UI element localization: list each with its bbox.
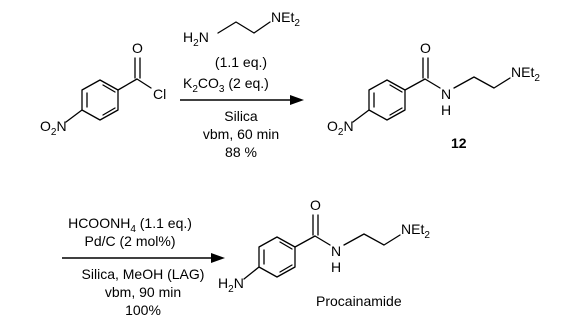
- bond-ring-nitro: [65, 109, 83, 123]
- step1-arrowhead: [290, 95, 304, 105]
- ring-double-bond: [279, 264, 293, 273]
- step1-conditions: (1.1 eq.) K2CO3 (2 eq.) Silica vbm, 60 m…: [180, 54, 304, 160]
- step2-catalyst: Pd/C (2 mol%): [84, 233, 175, 249]
- amide-hydrogen: H: [441, 102, 451, 118]
- ring-double-bond: [102, 84, 116, 93]
- primary-amine-label: H2N: [183, 29, 209, 49]
- ring-double-bond: [389, 107, 403, 116]
- step2-arrowhead: [211, 253, 225, 263]
- amide-nitrogen: N: [331, 243, 341, 259]
- diethylamino-label: NEt2: [401, 221, 430, 241]
- structure-diamine: H2N NEt2: [183, 9, 300, 49]
- nitro-group-label: O2N: [327, 118, 354, 138]
- structure-product-12: O N H NEt2 O2N 12: [327, 40, 540, 151]
- ethylene-chain: [343, 233, 401, 246]
- bond-ring-amine: [243, 266, 260, 280]
- aniline-amine-label: H2N: [218, 275, 244, 295]
- ring-double-bond: [102, 107, 116, 116]
- step1-medium: Silica: [224, 108, 258, 124]
- procainamide-name: Procainamide: [316, 293, 402, 309]
- step2-conditions: HCOONH4 (1.1 eq.) Pd/C (2 mol%) Silica, …: [62, 215, 225, 318]
- carbonyl-oxygen: O: [420, 40, 431, 56]
- step1-diamine-equivalents: (1.1 eq.): [215, 54, 267, 70]
- amide-nitrogen: N: [441, 86, 451, 102]
- bond-carbonyl-nh: [314, 235, 331, 246]
- diethylamino-label: NEt2: [271, 9, 300, 29]
- step1-milling: vbm, 60 min: [203, 126, 279, 142]
- bond-carbonyl-nh: [424, 78, 441, 89]
- ethylene-chain: [453, 76, 511, 89]
- bond-ring-carbonyl: [404, 78, 426, 91]
- bond-ring-carbonyl: [294, 235, 316, 248]
- step2-milling: vbm, 90 min: [105, 284, 181, 300]
- bond-ring-nitro: [352, 109, 370, 123]
- chlorine-label: Cl: [153, 86, 166, 102]
- ring-double-bond: [279, 241, 293, 250]
- nitro-group-label: O2N: [40, 118, 67, 138]
- step2-medium: Silica, MeOH (LAG): [82, 266, 205, 282]
- step2-yield: 100%: [125, 302, 161, 318]
- step2-reagent: HCOONH4 (1.1 eq.): [68, 215, 192, 235]
- bond-ring-carbonyl: [117, 78, 138, 91]
- compound-number-12: 12: [451, 135, 467, 151]
- ring-double-bond: [389, 84, 403, 93]
- diethylamino-label: NEt2: [511, 64, 540, 84]
- step1-yield: 88 %: [225, 144, 257, 160]
- step1-base: K2CO3 (2 eq.): [183, 75, 269, 95]
- structure-procainamide: O N H NEt2 H2N Procainamide: [218, 197, 430, 309]
- structure-4-nitrobenzoyl-chloride: O Cl O2N: [40, 40, 166, 138]
- carbonyl-oxygen: O: [310, 197, 321, 213]
- carbonyl-oxygen: O: [132, 40, 143, 56]
- amide-hydrogen: H: [331, 259, 341, 275]
- ethylene-chain: [217, 21, 271, 34]
- bond-carbonyl-chlorine: [136, 78, 152, 89]
